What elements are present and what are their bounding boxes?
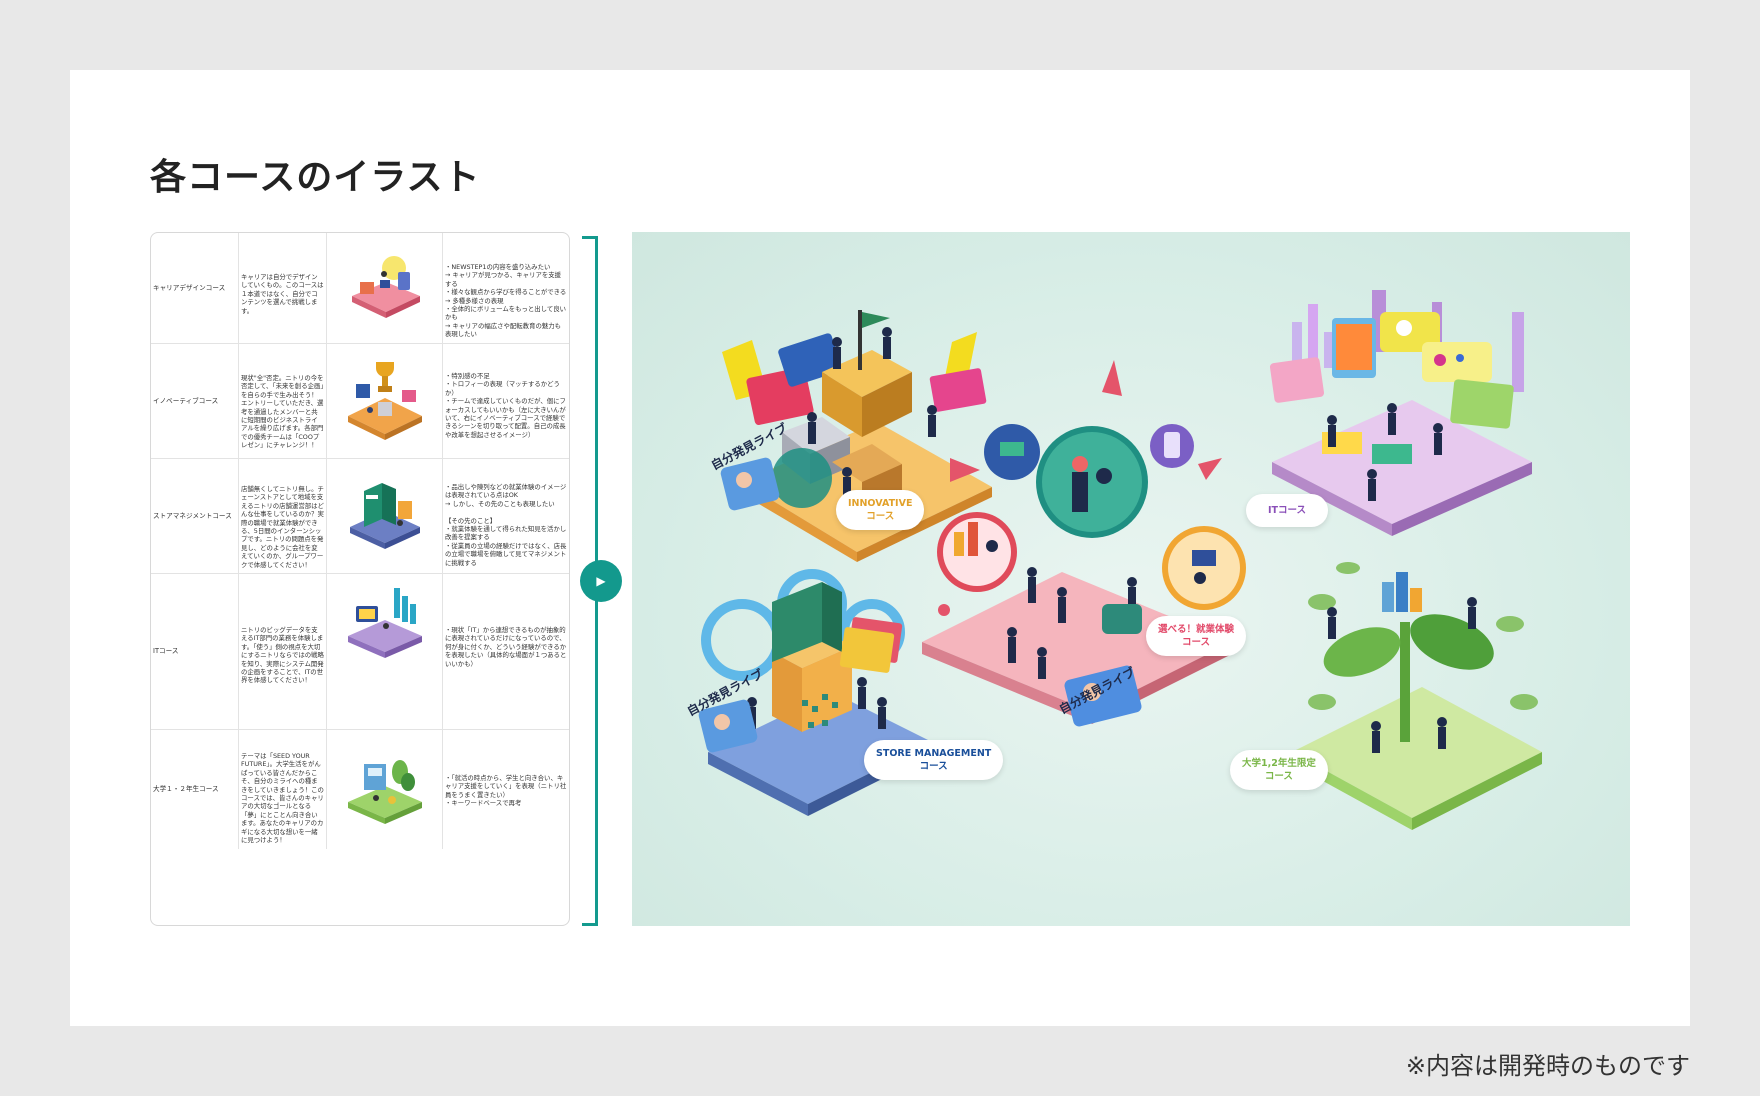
next-arrow-button[interactable]: ▶	[580, 560, 622, 602]
slide-card: 各コースのイラスト キャリアデザインコース キャリアは自分でデザインしていくもの…	[70, 70, 1690, 1026]
store-management-thumbnail	[327, 459, 443, 573]
course-feedback: ・特別感の不足 ・トロフィーの表現（マッチするかどうか） ・チームで達成していく…	[445, 372, 566, 439]
table-row: 大学１・２年生コース テーマは「SEED YOUR FUTURE」。大学生活をが…	[151, 730, 569, 849]
course-name: ITコース	[151, 574, 239, 729]
course-name: 大学１・２年生コース	[151, 730, 239, 849]
table-row: イノベーティブコース 現状"全"否定。ニトリの今を否定して、「未来を創る企画」を…	[151, 344, 569, 459]
course-description: キャリアは自分でデザインしていくもの。このコースは１本道ではなく、自分でコンテン…	[239, 233, 327, 343]
course-feedback: ・「就活の時点から、学生と向き合い、キャリア支援をしていく」を表現（ニトリ社員を…	[445, 774, 567, 808]
course-name: ストアマネジメントコース	[151, 459, 239, 573]
university-course-scene	[1292, 562, 1542, 830]
it-course-thumbnail	[327, 574, 443, 729]
innovative-thumbnail	[327, 344, 443, 458]
course-description: ニトリのビッグデータを支えるIT部門の業務を体験します。「使う」側の視点を大切に…	[239, 574, 327, 729]
it-course-label: ITコース	[1246, 494, 1329, 527]
career-design-thumbnail	[327, 233, 443, 343]
course-name: イノベーティブコース	[151, 344, 239, 458]
course-map-graphic: 自分発見ライブ	[684, 290, 1542, 830]
course-feedback: ・現状「IT」から連想できるものが抽象的に表現されているだけになっているので、何…	[445, 626, 567, 668]
page-title: 各コースのイラスト	[150, 157, 481, 198]
course-map-illustration: 自分発見ライブ	[632, 232, 1630, 926]
innovative-course-scene: 自分発見ライブ	[708, 310, 992, 562]
it-course-scene	[1269, 290, 1532, 536]
university-course-thumbnail	[327, 730, 443, 849]
table-row: キャリアデザインコース キャリアは自分でデザインしていくもの。このコースは１本道…	[151, 233, 569, 344]
innovative-course-label: INNOVATIVE コース	[836, 490, 925, 530]
store-management-course-label: STORE MANAGEMENT コース	[864, 740, 1004, 780]
course-table: キャリアデザインコース キャリアは自分でデザインしていくもの。このコースは１本道…	[150, 232, 570, 926]
play-arrow-icon: ▶	[596, 574, 606, 588]
table-row: ITコース ニトリのビッグデータを支えるIT部門の業務を体験します。「使う」側の…	[151, 574, 569, 730]
table-row: ストアマネジメントコース 店舗無くしてニトリ無し。チェーンストアとして地域を支え…	[151, 459, 569, 574]
select-course-scene: 自分発見ライブ	[922, 360, 1246, 727]
course-feedback: ・品出しや陳列などの就業体験のイメージは表現されている点はOK → しかし、その…	[445, 483, 567, 567]
course-name: キャリアデザインコース	[151, 233, 239, 343]
course-description: 店舗無くしてニトリ無し。チェーンストアとして地域を支えるニトリの店舗運営部はどん…	[239, 459, 327, 573]
course-description: テーマは「SEED YOUR FUTURE」。大学生活をがんばっている皆さんだか…	[239, 730, 327, 849]
select-course-label: 選べる！就業体験 コース	[1146, 616, 1247, 656]
course-feedback: ・NEWSTEP1の内容を盛り込みたい → キャリアが見つかる、キャリアを支援す…	[445, 263, 567, 339]
university-course-label: 大学1,2年生限定 コース	[1230, 750, 1328, 790]
course-description: 現状"全"否定。ニトリの今を否定して、「未来を創る企画」を自らの手で生み出そう！…	[239, 344, 327, 458]
footnote: ※内容は開発時のものです	[1405, 1052, 1690, 1080]
